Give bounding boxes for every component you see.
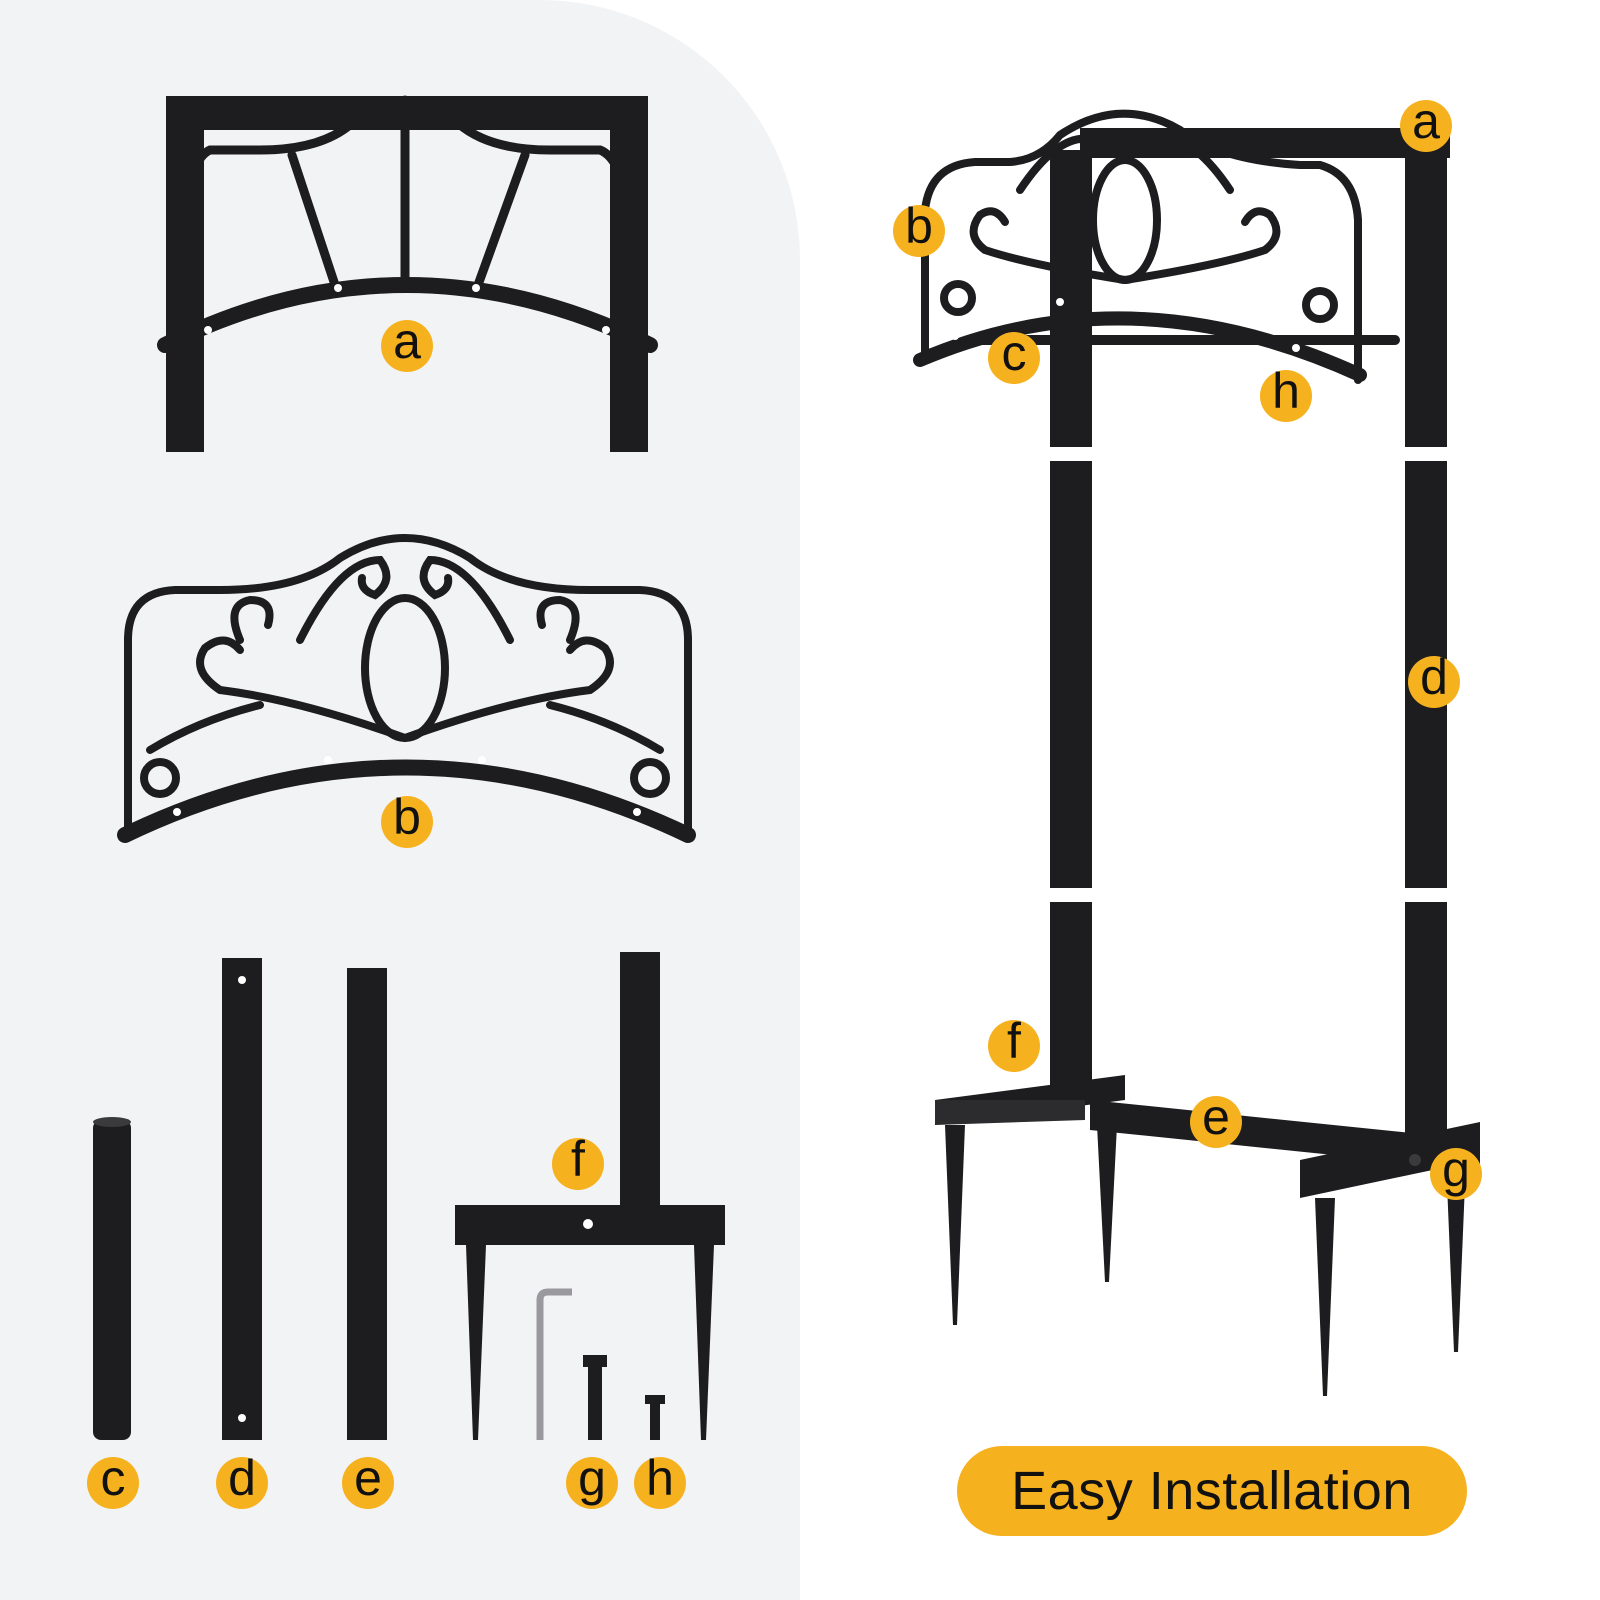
label-g-parts: g (566, 1453, 618, 1509)
hex-key-tool (536, 1288, 572, 1440)
label-a-assembled: a (1400, 96, 1452, 152)
label-e-assembled: e (1190, 1092, 1242, 1148)
part-e-bar (347, 968, 387, 1440)
label-h-parts: h (634, 1453, 686, 1509)
label-g-assembled: g (1430, 1144, 1482, 1200)
label-c-assembled: c (988, 328, 1040, 384)
label-h-assembled: h (1260, 366, 1312, 422)
label-d-parts: d (216, 1453, 268, 1509)
label-b-parts: b (381, 792, 433, 848)
part-f-stake-base (455, 952, 725, 1440)
label-a-parts: a (381, 316, 433, 372)
caption-banner: Easy Installation (957, 1446, 1467, 1536)
part-h-screw (645, 1395, 665, 1440)
part-g-bolt (583, 1355, 607, 1440)
part-b-scroll-panel (117, 534, 696, 843)
caption-text: Easy Installation (1011, 1461, 1413, 1521)
label-e-parts: e (342, 1453, 394, 1509)
part-c-tube (93, 1117, 131, 1440)
label-b-assembled: b (893, 201, 945, 257)
label-f-parts: f (552, 1134, 604, 1190)
label-d-assembled: d (1408, 652, 1460, 708)
part-a-frame (157, 95, 658, 452)
assembled-stand (913, 109, 1480, 1396)
label-f-assembled: f (988, 1016, 1040, 1072)
label-c-parts: c (87, 1453, 139, 1509)
part-d-post (222, 958, 262, 1440)
